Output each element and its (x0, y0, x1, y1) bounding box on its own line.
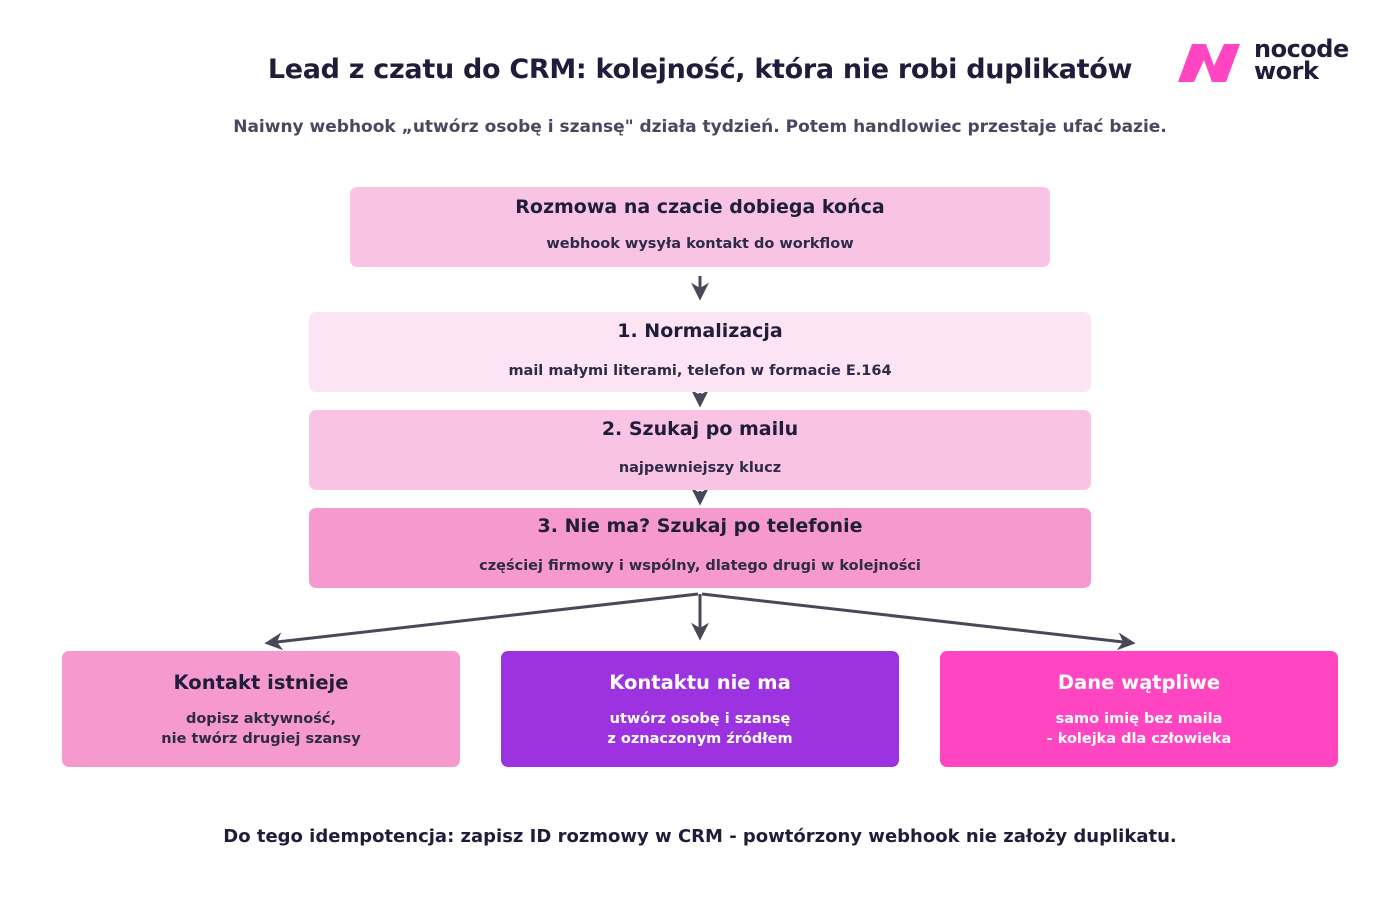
outcome-doubtful-data-desc-line2: - kolejka dla człowieka (1046, 731, 1232, 747)
step-normalize-node: 1. Normalizacja mail małymi literami, te… (309, 312, 1091, 392)
step-search-email-desc: najpewniejszy klucz (618, 460, 782, 476)
outcome-no-contact-desc-line1: utwórz osobę i szansę (609, 711, 791, 727)
outcome-contact-exists-title: Kontakt istnieje (173, 671, 349, 694)
step-search-email-title: 2. Szukaj po mailu (601, 418, 799, 440)
logo-line-1: nocode (1254, 35, 1349, 63)
outcome-no-contact-title: Kontaktu nie ma (609, 671, 791, 694)
step-search-phone-title: 3. Nie ma? Szukaj po telefonie (537, 515, 863, 537)
step-normalize-title: 1. Normalizacja (617, 320, 783, 342)
start-node: Rozmowa na czacie dobiega końca webhook … (350, 187, 1050, 267)
outcome-contact-exists-desc: dopisz aktywność, nie twórz drugiej szan… (62, 709, 460, 749)
step-search-email-node: 2. Szukaj po mailu najpewniejszy klucz (309, 410, 1091, 490)
diagram-subtitle: Naiwny webhook „utwórz osobę i szansę" d… (233, 117, 1167, 137)
logo-mark-icon (1178, 44, 1240, 82)
footer-note: Do tego idempotencja: zapisz ID rozmowy … (223, 826, 1177, 847)
outcome-no-contact-desc-line2: z oznaczonym źródłem (607, 731, 793, 747)
arrow-step3-to-doubt (701, 592, 1136, 651)
outcome-doubtful-data: Dane wątpliwe samo imię bez maila - kole… (940, 651, 1338, 767)
logo-line-2: work (1254, 57, 1319, 85)
start-node-desc: webhook wysyła kontakt do workflow (546, 236, 854, 252)
outcome-no-contact-desc: utwórz osobę i szansę z oznaczonym źródł… (501, 709, 899, 749)
step-search-phone-desc: częściej firmowy i wspólny, dlatego drug… (479, 558, 921, 574)
arrow-step3-to-exists (264, 592, 699, 651)
diagram-title: Lead z czatu do CRM: kolejność, która ni… (267, 54, 1133, 85)
logo-wordmark: nocode work (1254, 35, 1349, 85)
outcome-doubtful-data-desc: samo imię bez maila - kolejka dla człowi… (940, 709, 1338, 749)
outcome-doubtful-data-title: Dane wątpliwe (1057, 671, 1221, 694)
start-node-title: Rozmowa na czacie dobiega końca (515, 196, 885, 218)
outcome-contact-exists-desc-line2: nie twórz drugiej szansy (161, 731, 361, 747)
nocodework-logo: nocode work (1176, 35, 1366, 88)
step-normalize-desc: mail małymi literami, telefon w formacie… (508, 363, 892, 379)
outcome-no-contact: Kontaktu nie ma utwórz osobę i szansę z … (501, 651, 899, 767)
outcome-contact-exists: Kontakt istnieje dopisz aktywność, nie t… (62, 651, 460, 767)
outcome-doubtful-data-desc-line1: samo imię bez maila (1055, 711, 1223, 727)
outcome-contact-exists-desc-line1: dopisz aktywność, (185, 711, 337, 727)
step-search-phone-node: 3. Nie ma? Szukaj po telefonie częściej … (309, 508, 1091, 588)
